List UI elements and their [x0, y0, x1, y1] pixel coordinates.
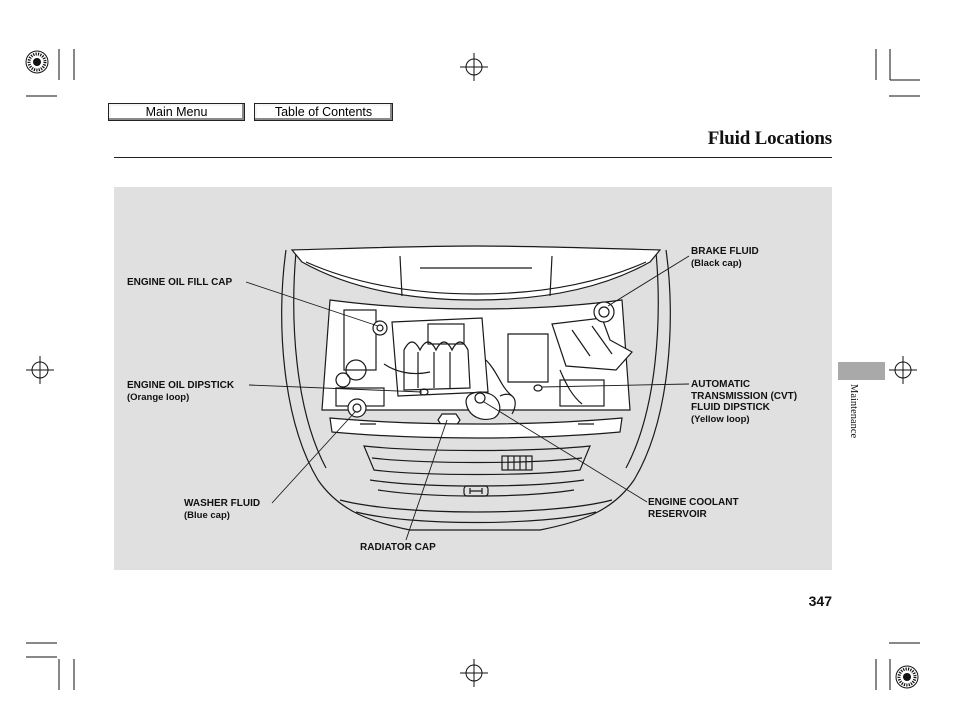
- title-rule: [114, 157, 832, 158]
- page-number: 347: [808, 593, 832, 609]
- section-label: Maintenance: [848, 384, 859, 439]
- label-engine-oil-fill-cap: ENGINE OIL FILL CAP: [127, 277, 233, 288]
- main-menu-button[interactable]: Main Menu: [108, 103, 245, 121]
- table-of-contents-label: Table of Contents: [274, 105, 373, 119]
- page-title: Fluid Locations: [707, 128, 832, 149]
- brake-fluid-cap: [593, 301, 615, 323]
- main-menu-label: Main Menu: [145, 105, 208, 119]
- body-outline: [281, 249, 671, 531]
- table-of-contents-button[interactable]: Table of Contents: [254, 103, 393, 121]
- label-washer-fluid: WASHER FLUID (Blue cap): [184, 498, 261, 521]
- engine-bay-illustration: [245, 245, 690, 541]
- oil-fill-cap: [372, 320, 388, 336]
- washer-fluid-cap: [347, 398, 367, 418]
- label-brake-fluid: BRAKE FLUID (Black cap): [691, 246, 759, 269]
- engine-cover: [391, 317, 489, 397]
- section-tab: [838, 362, 885, 380]
- coolant-reservoir: [465, 391, 501, 421]
- label-radiator-cap: RADIATOR CAP: [360, 542, 436, 553]
- label-engine-oil-dipstick: ENGINE OIL DIPSTICK (Orange loop): [127, 380, 235, 403]
- hood: [290, 245, 662, 301]
- label-engine-coolant-reservoir: ENGINE COOLANT RESERVOIR: [648, 497, 739, 520]
- label-at-fluid-dipstick: AUTOMATIC TRANSMISSION (CVT) FLUID DIPST…: [691, 379, 798, 425]
- emblem: [463, 485, 489, 497]
